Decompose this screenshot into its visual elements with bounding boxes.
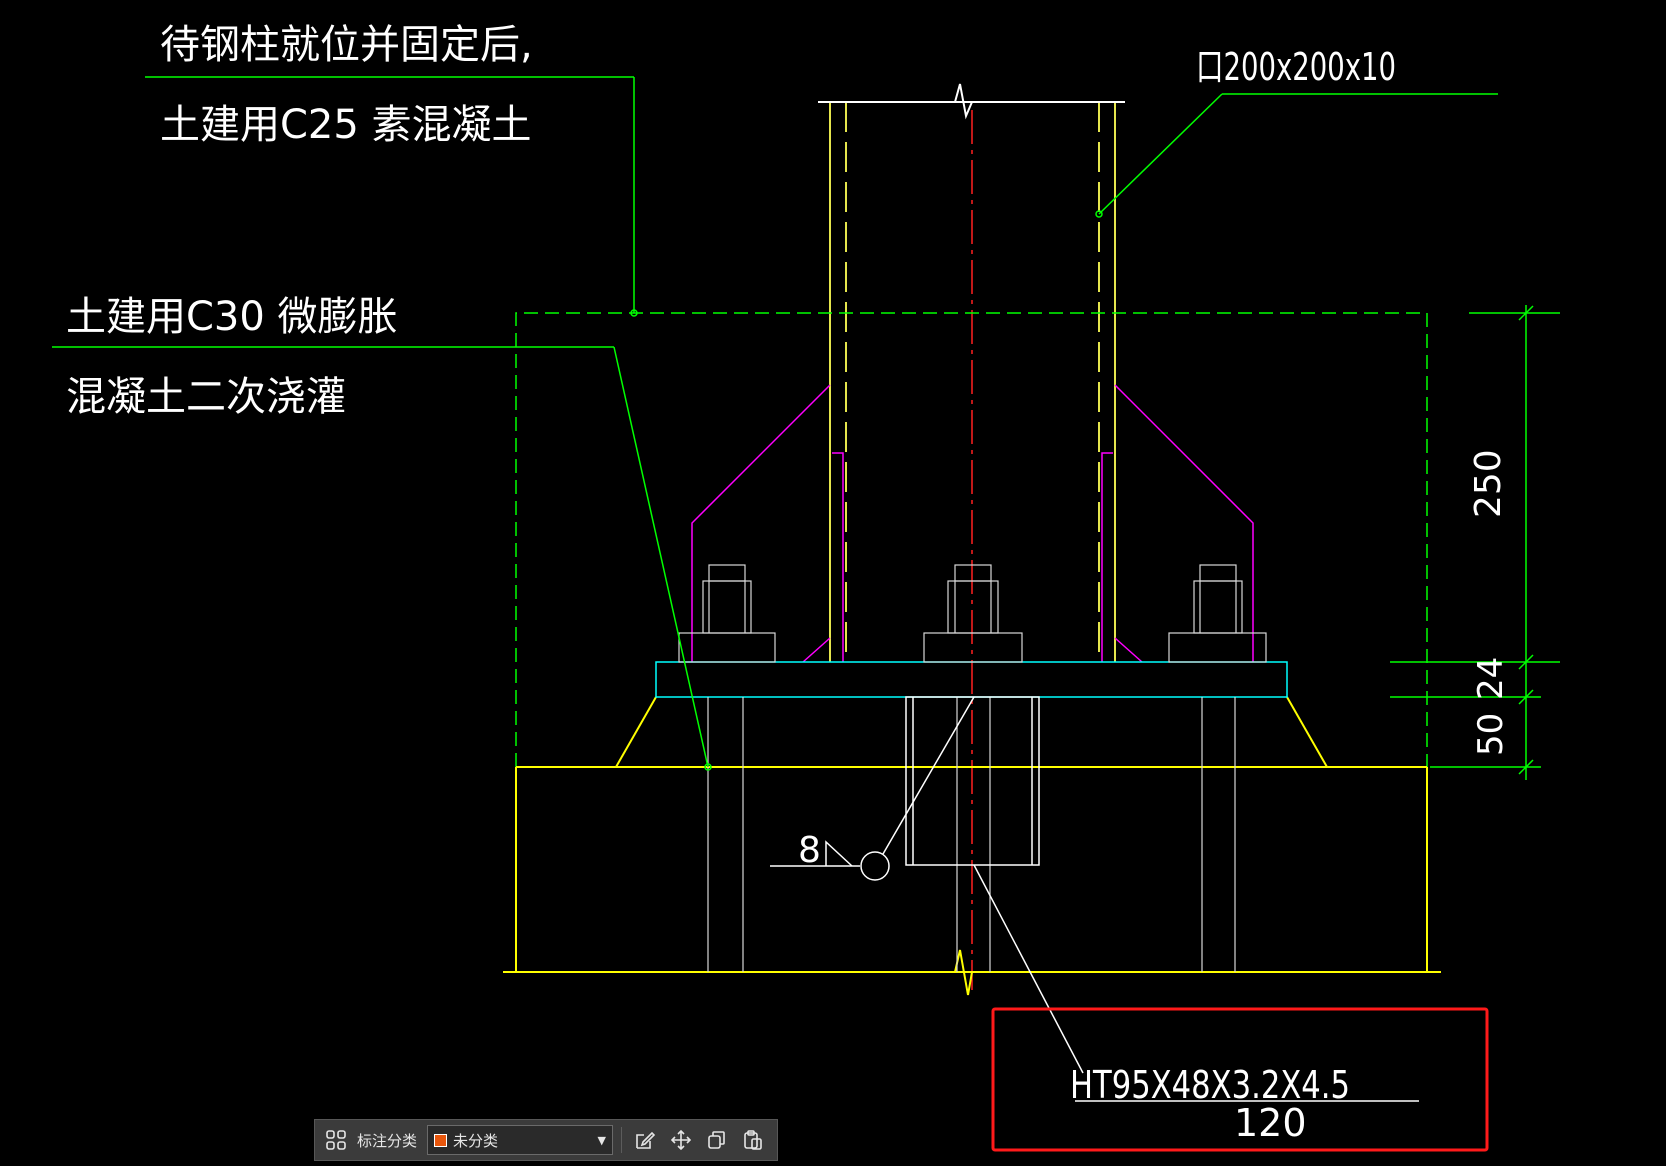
paste-icon[interactable]	[738, 1125, 768, 1155]
move-icon[interactable]	[666, 1125, 696, 1155]
callout-c30-line2: 混凝土二次浇灌	[66, 374, 346, 420]
dim-50-label: 50	[1471, 713, 1511, 756]
callout-c25-line2: 土建用C25 素混凝土	[160, 102, 532, 148]
annotation-toolbar: 标注分类 未分类 ▼	[314, 1119, 778, 1161]
steel-column	[818, 83, 1125, 662]
category-selected-value: 未分类	[453, 1131, 499, 1150]
chevron-down-icon: ▼	[597, 1134, 607, 1147]
callout-c25-line1: 待钢柱就位并固定后,	[160, 22, 533, 68]
category-color-swatch	[434, 1133, 448, 1147]
weld-symbol	[770, 696, 975, 881]
column-section-leader	[1095, 93, 1498, 218]
dim-250-label: 250	[1468, 449, 1509, 518]
selection-highlight-box[interactable]	[991, 1007, 1489, 1152]
shear-key-length: 120	[1234, 1101, 1307, 1145]
dim-24-label: 24	[1471, 657, 1511, 700]
grid-icon[interactable]	[321, 1125, 351, 1155]
category-label: 标注分类	[357, 1131, 418, 1150]
stiffener-plates	[691, 384, 1254, 663]
toolbar-divider	[621, 1127, 623, 1153]
anchor-bolts	[678, 564, 1267, 972]
shear-key-label: HT95X48X3.2X4.5	[1070, 1063, 1350, 1107]
category-select[interactable]: 未分类 ▼	[427, 1125, 614, 1155]
copy-icon[interactable]	[702, 1125, 732, 1155]
column-section-label: 口200x200x10	[1196, 45, 1396, 89]
callout-c30-line1: 土建用C30 微膨胀	[66, 294, 398, 340]
callout-c25-leader	[145, 76, 638, 317]
shear-key	[905, 696, 1040, 866]
shear-key-leader	[973, 864, 1084, 1074]
edit-icon[interactable]	[630, 1125, 660, 1155]
grout-zone-outline	[515, 312, 1428, 767]
callout-c30-leader	[52, 346, 712, 771]
weld-size-label: 8	[798, 830, 821, 871]
dimension-lines	[1390, 305, 1560, 780]
